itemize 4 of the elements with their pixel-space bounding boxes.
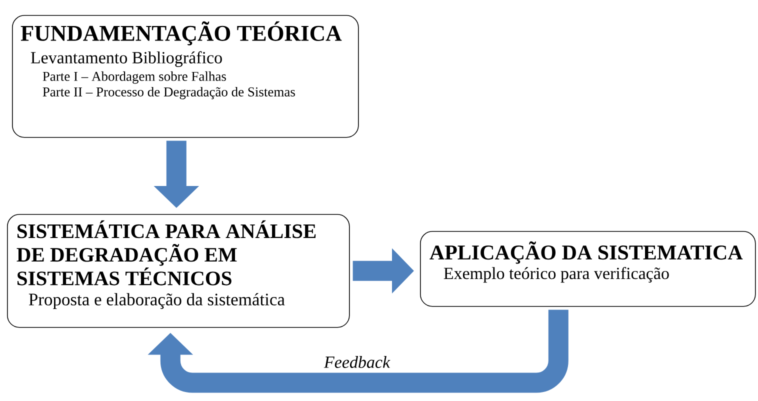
process-box: SISTEMÁTICA PARA ANÁLISE DE DEGRADAÇÃO EM SISTEMAS TÉCNICOS Proposta e elaboração da sistemática — [7, 214, 350, 328]
process-box: FUNDAMENTAÇÃO TEÓRICA Levantamento Bibliográfico Parte I – Abordagem sobre Falhas Parte II – Processo de Degradação de Sistemas — [12, 15, 359, 138]
process-box: APLICAÇÃO DA SISTEMATICA Exemplo teórico para verificação — [420, 230, 756, 307]
edge-label: Feedback — [324, 356, 390, 368]
